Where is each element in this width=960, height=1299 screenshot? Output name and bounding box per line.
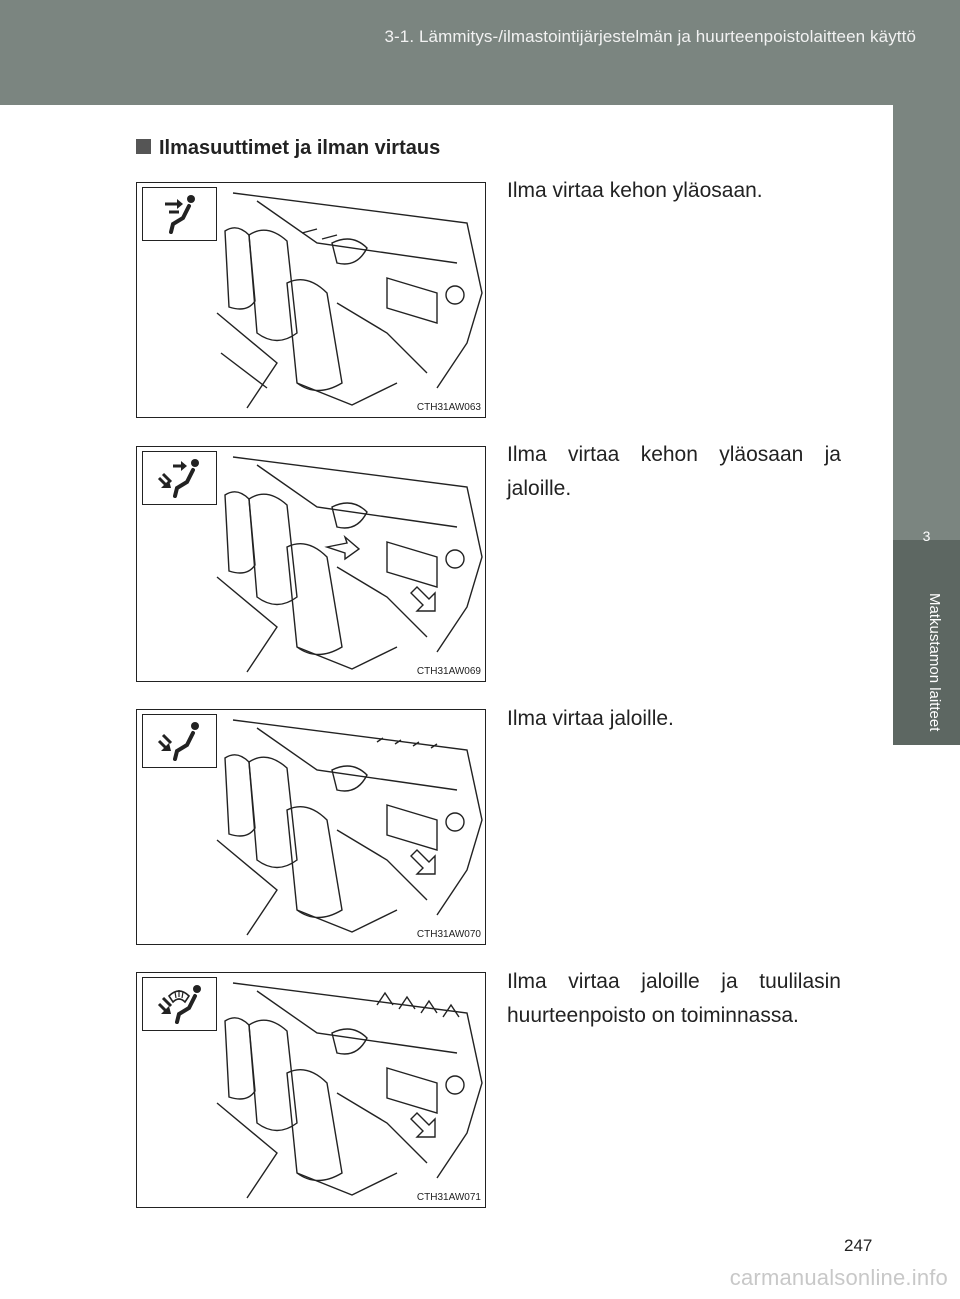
chapter-header-title: 3-1. Lämmitys-/ilmastointijärjestelmän j…: [384, 27, 916, 46]
square-bullet-icon: [136, 139, 151, 154]
chapter-tab-box: [893, 540, 960, 745]
figure-code: CTH31AW063: [416, 402, 481, 413]
cabin-illustration: [216, 192, 483, 409]
mode-description: Ilma virtaa jaloille.: [507, 707, 674, 730]
figure-feet-mode: CTH31AW070: [136, 709, 486, 945]
page-number: 247: [844, 1236, 873, 1255]
cabin-illustration: [216, 719, 483, 936]
mode-description: Ilma virtaa jaloille ja tuulilasin huurt…: [507, 970, 841, 1027]
chapter-label: Matkustamon laitteet: [926, 593, 943, 732]
chapter-number: 3: [922, 528, 931, 544]
figure-bilevel-mode: CTH31AW069: [136, 446, 486, 682]
cabin-illustration: [216, 982, 483, 1199]
figure-face-mode: CTH31AW063: [136, 182, 486, 418]
figure-code: CTH31AW069: [416, 666, 481, 677]
figure-feet-defrost-mode: CTH31AW071: [136, 972, 486, 1208]
watermark: carmanualsonline.info: [729, 1265, 948, 1290]
cabin-illustration: [216, 456, 483, 673]
section-title-text: Ilmasuuttimet ja ilman virtaus: [159, 137, 441, 159]
mode-description: Ilma virtaa kehon yläosaan ja jaloille.: [507, 443, 841, 500]
section-title: Ilmasuuttimet ja ilman virtaus: [136, 137, 440, 160]
feet-airflow-icon: [142, 714, 217, 768]
header-band: 3-1. Lämmitys-/ilmastointijärjestelmän j…: [0, 0, 960, 105]
figure-code: CTH31AW070: [416, 929, 481, 940]
feet-defrost-airflow-icon: [142, 977, 217, 1031]
mode-description: Ilma virtaa kehon yläosaan.: [507, 179, 763, 202]
face-airflow-icon: [142, 187, 217, 241]
chapter-side-tab: 3 Matkustamon laitteet: [893, 105, 960, 745]
figure-code: CTH31AW071: [416, 1192, 481, 1203]
bi-level-airflow-icon: [142, 451, 217, 505]
